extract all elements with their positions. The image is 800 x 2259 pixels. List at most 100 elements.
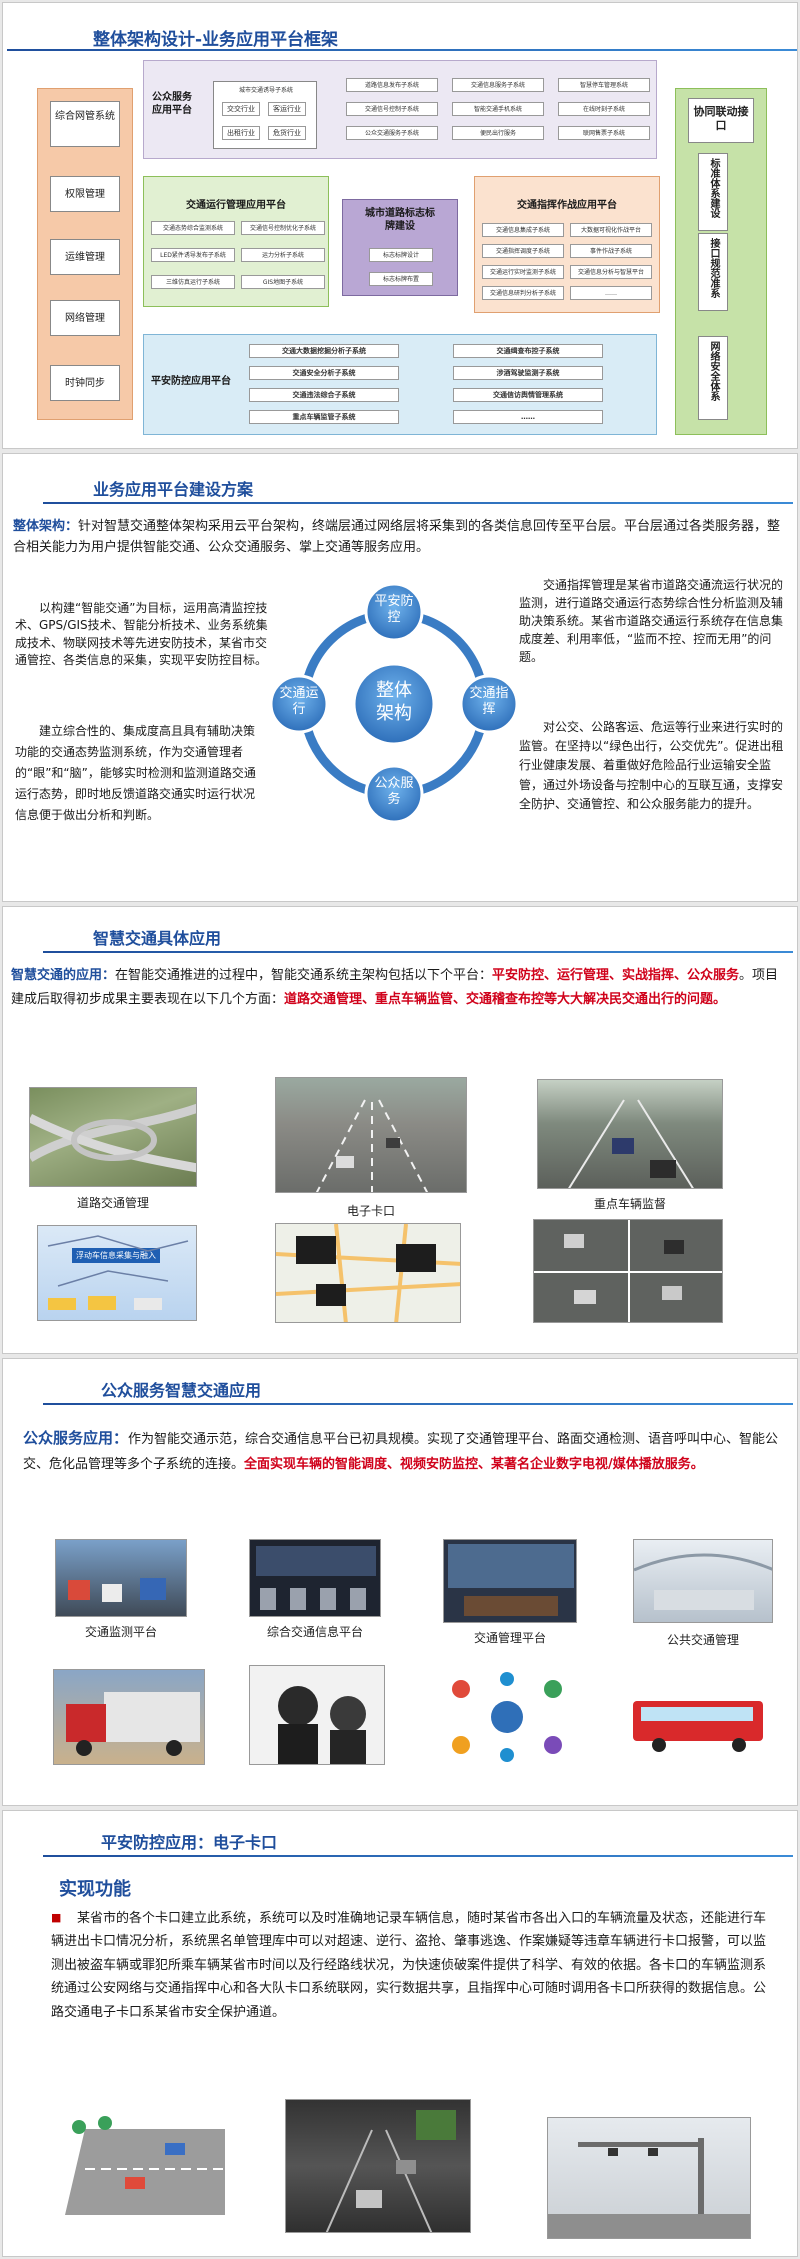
photo-checkpoint-road <box>275 1077 467 1193</box>
slide-smart-traffic: 智慧交通具体应用 智慧交通的应用：在智能交通推进的过程中，智能交通系统主架构包括… <box>2 906 798 1354</box>
lead-label: 公众服务应用： <box>23 1429 129 1447</box>
photo-road-interchange <box>29 1087 197 1187</box>
public-item: 在线时刻子系统 <box>558 102 650 116</box>
ops-platform-label: 交通运行管理应用平台 <box>186 200 286 211</box>
caption-public-transit: 公共交通管理 <box>666 1633 739 1647</box>
guidance-cell: 危货行业 <box>268 126 306 140</box>
photo-call-center <box>249 1665 385 1765</box>
map-network-drawing <box>47 1235 189 1310</box>
right-item-box: 接口规范准系 <box>698 233 728 311</box>
cmd-item: 交通信息分析与智慧平台 <box>570 265 652 279</box>
caption-road-management: 道路交通管理 <box>76 1196 149 1210</box>
right-top-text: 交通指挥管理是某省市道路交通流运行状况的监测，进行道路交通运行态势综合性分析监测… <box>519 578 784 664</box>
photo-public-transit <box>633 1539 773 1623</box>
node-circle-left <box>269 674 329 734</box>
left-top-text: 以构建“智能交通”为目标，运用高清监控技术、GPS/GIS技术、智能分析技术、业… <box>15 601 268 668</box>
photo-key-vehicle-road <box>537 1079 723 1189</box>
photo-network-icons <box>441 1669 573 1765</box>
checkpoint-map-drawing <box>276 1224 460 1322</box>
cmd-item: 事件作战子系统 <box>570 244 652 258</box>
guidance-cell: 客运行业 <box>268 102 306 116</box>
center-label: 整体架构 <box>376 680 412 724</box>
slide-title: 智慧交通具体应用 <box>93 929 222 948</box>
guidance-title: 城市交通诱导子系统 <box>225 84 307 98</box>
safety-platform-label: 平安防控应用平台 <box>151 376 231 387</box>
left-item-box: 权限管理 <box>50 176 120 212</box>
node-label-top: 平安防控 <box>374 594 414 625</box>
slide-title: 公众服务智慧交通应用 <box>101 1381 262 1400</box>
caption-traffic-monitor: 交通监测平台 <box>84 1625 157 1639</box>
title-underline <box>43 951 793 953</box>
node-circle-right <box>459 674 519 734</box>
map-banner: 浮动车信息采集与融入 <box>72 1248 160 1263</box>
lead-red: 全面实现车辆的智能调度、视频安防监控、某著名企业数字电视/媒体播放服务。 <box>244 1456 704 1472</box>
right-bottom-text: 对公交、公路客运、危运等行业来进行实时的监管。在坚持以“绿色出行，公交优先”。促… <box>519 720 784 811</box>
checkpoint-illustration-drawing <box>65 2116 225 2215</box>
vehicle-road-drawing <box>568 1099 694 1188</box>
truck-drawing <box>66 1692 200 1756</box>
left-bottom-text: 建立综合性的、集成度高且具有辅助决策功能的交通态势监测系统，作为交通管理者的“眼… <box>15 724 256 822</box>
public-item: 公众交通服务子系统 <box>346 126 438 140</box>
intro-text: 针对智慧交通整体架构采用云平台架构，终端层通过网络层将采集到的各类信息回传至平台… <box>13 519 781 556</box>
ops-item: 交通信号控制优化子系统 <box>241 221 325 235</box>
public-item: 智能交通手机系统 <box>452 102 544 116</box>
lead-text-1: 在智能交通推进的过程中，智能交通系统主架构包括以下个平台： <box>115 968 493 983</box>
gantry-drawing <box>548 2138 750 2238</box>
lead-text: 作为智能交通示范，综合交通信息平台已初具规模。实现了交通管理平台、路面交通检测、… <box>23 1432 779 1472</box>
slide-title: 业务应用平台建设方案 <box>93 480 254 499</box>
photo-truck <box>53 1669 205 1765</box>
slide-architecture: 整体架构设计-业务应用平台框架 协同联动接口 公众服务应用平台 城市交通诱导子系… <box>2 2 798 449</box>
sign-label: 城市道路标志标牌建设 <box>365 208 435 232</box>
checkpoint-description: 某省市的各个卡口建立此系统，系统可以及时准确地记录车辆信息，随时某省市各出入口的… <box>51 1911 767 2020</box>
section-heading: 实现功能 <box>59 1879 131 1900</box>
slide-public-services: 公众服务智慧交通应用 公众服务应用：作为智能交通示范，综合交通信息平台已初具规模… <box>2 1358 798 1806</box>
title-underline <box>7 49 797 51</box>
public-item: 智慧停车管理系统 <box>558 78 650 92</box>
network-icons-drawing <box>452 1672 562 1762</box>
architecture-intro: 整体架构：针对智慧交通整体架构采用云平台架构，终端层通过网络层将采集到的各类信息… <box>13 516 789 559</box>
title-underline <box>43 1855 793 1857</box>
guidance-cell: 交交行业 <box>222 102 260 116</box>
public-item: 便民出行服务 <box>452 126 544 140</box>
public-platform-label: 公众服务应用平台 <box>152 92 192 116</box>
photo-traffic-monitor <box>55 1539 187 1617</box>
safety-item: 交通安全分析子系统 <box>249 366 399 380</box>
photo-info-platform <box>249 1539 381 1617</box>
lead-label: 智慧交通的应用： <box>11 968 116 983</box>
photo-checkpoint-map <box>275 1223 461 1323</box>
public-item: 联网售票子系统 <box>558 126 650 140</box>
cmd-platform-label: 交通指挥作战应用平台 <box>517 200 617 211</box>
slide-title: 整体架构设计-业务应用平台框架 <box>93 30 339 50</box>
photo-vehicle-grid <box>533 1219 723 1323</box>
caption-key-vehicle: 重点车辆监督 <box>593 1197 666 1211</box>
title-underline <box>43 502 793 504</box>
cmd-item: 交通指挥调度子系统 <box>482 244 564 258</box>
slide-title: 平安防控应用：电子卡口 <box>101 1833 278 1852</box>
guidance-cell: 出租行业 <box>222 126 260 140</box>
public-item: 交通信号控制子系统 <box>346 102 438 116</box>
photo-gantry <box>547 2117 751 2239</box>
photo-night-checkpoint <box>285 2099 471 2233</box>
cmd-item: 交通运行实时监测子系统 <box>482 265 564 279</box>
photo-checkpoint-illustration <box>65 2109 225 2215</box>
photo-management-platform <box>443 1539 577 1623</box>
bus-drawing <box>633 1701 763 1752</box>
photo-bus-diagram <box>623 1679 773 1759</box>
ops-item: 交通态势综合监测系统 <box>151 221 235 235</box>
center-circle <box>352 662 436 746</box>
bullet-marker: ■ <box>51 1911 62 1924</box>
node-label-left: 交通运行 <box>279 686 319 717</box>
slide-platform-plan: 业务应用平台建设方案 整体架构：针对智慧交通整体架构采用云平台架构，终端层通过网… <box>2 453 798 902</box>
left-item-box: 时钟同步 <box>50 365 120 401</box>
node-circle-top <box>364 584 424 642</box>
sign-item: 标志标牌设计 <box>369 248 433 262</box>
info-platform-drawing <box>256 1546 376 1610</box>
right-top-box: 协同联动接口 <box>688 98 754 143</box>
cmd-item: …… <box>570 286 652 300</box>
vehicle-grid-drawing <box>534 1220 722 1322</box>
public-item: 道路信息发布子系统 <box>346 78 438 92</box>
night-checkpoint-drawing <box>325 2110 456 2232</box>
left-item-box: 网络管理 <box>50 300 120 336</box>
ops-item: 运力分析子系统 <box>241 248 325 262</box>
right-item-box: 标准体系建设 <box>698 153 728 231</box>
